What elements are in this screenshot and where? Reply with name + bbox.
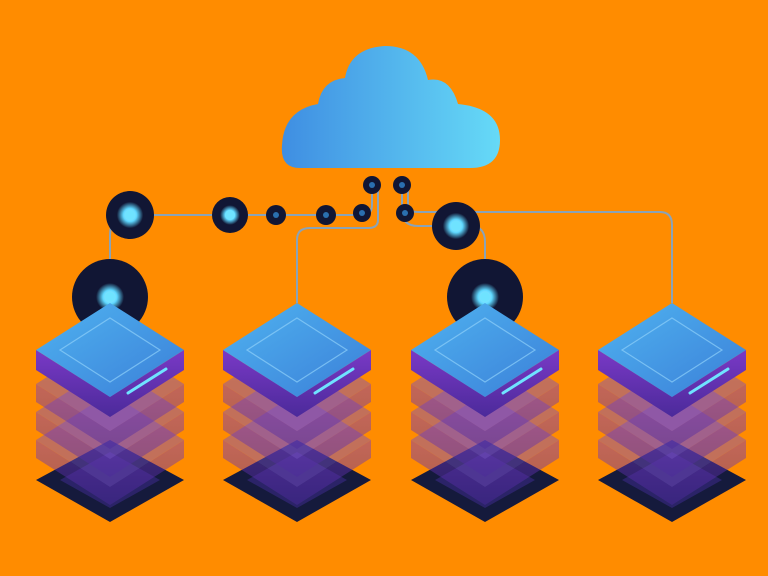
wire-server-2 (296, 182, 379, 303)
server-stack-icon (411, 303, 559, 522)
server-top (598, 303, 746, 417)
connection-node-icon (353, 204, 371, 222)
server-base-glow (247, 452, 347, 508)
connection-node-icon (316, 205, 336, 225)
server-status-light (126, 367, 168, 395)
connection-node-icon (432, 202, 480, 250)
server-base-glow (435, 452, 535, 508)
connection-node-icon (396, 204, 414, 222)
server-base-glow (60, 452, 160, 508)
server-top (36, 303, 184, 417)
connection-node-icon (363, 176, 381, 194)
server-stack-icon (36, 303, 184, 522)
connection-node-icon (266, 205, 286, 225)
server-base-glow (622, 452, 722, 508)
connection-node-icon (212, 197, 248, 233)
server-stacks (36, 303, 746, 522)
server-status-light (501, 367, 543, 395)
server-stack-icon (223, 303, 371, 522)
connection-node-icon (106, 191, 154, 239)
server-top (223, 303, 371, 417)
cloud-icon (281, 46, 500, 168)
server-top (411, 303, 559, 417)
server-status-light (688, 367, 730, 395)
server-stack-icon (598, 303, 746, 522)
server-status-light (313, 367, 355, 395)
connection-node-icon (393, 176, 411, 194)
